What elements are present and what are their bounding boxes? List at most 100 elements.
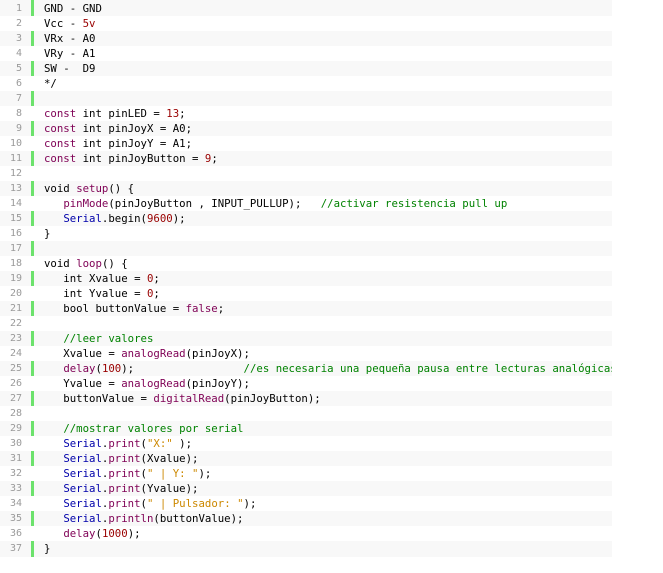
- code-token: ;: [153, 287, 160, 300]
- code-token: 9: [204, 152, 212, 165]
- line-code: pinMode(pinJoyButton , INPUT_PULLUP); //…: [44, 196, 507, 211]
- code-token: (pinJoyX);: [185, 347, 250, 360]
- code-token: Serial: [63, 467, 102, 480]
- line-code: int Xvalue = 0;: [44, 271, 160, 286]
- code-token: .begin(: [101, 212, 147, 225]
- code-line: 23 //leer valores: [0, 331, 612, 346]
- code-line: 7: [0, 91, 612, 106]
- code-token: ;: [217, 302, 225, 315]
- line-number: 2: [15, 18, 22, 29]
- line-code: Serial.print(Yvalue);: [44, 481, 198, 496]
- line-number: 19: [9, 273, 22, 284]
- code-token: print: [108, 437, 141, 450]
- code-token: print: [108, 467, 141, 480]
- line-code: Serial.print(Xvalue);: [44, 451, 198, 466]
- code-token: const: [44, 152, 77, 165]
- code-token: (: [95, 362, 102, 375]
- code-token: GND - GND: [44, 2, 102, 15]
- line-code: }: [44, 226, 50, 241]
- code-token: print: [108, 497, 141, 510]
- code-token: setup: [76, 182, 109, 195]
- line-code: const int pinLED = 13;: [44, 106, 186, 121]
- line-number: 4: [15, 48, 22, 59]
- line-number: 12: [9, 168, 22, 179]
- code-token: .: [101, 497, 109, 510]
- code-token: );: [121, 362, 244, 375]
- code-line: 33 Serial.print(Yvalue);: [0, 481, 612, 496]
- code-token: [44, 527, 63, 540]
- code-token: 0: [146, 272, 154, 285]
- code-token: [44, 497, 63, 510]
- code-token: Serial: [63, 512, 102, 525]
- code-token: );: [243, 497, 257, 510]
- code-token: */: [44, 77, 57, 90]
- code-line: 32 Serial.print(" | Y: ");: [0, 466, 612, 481]
- code-token: .: [101, 482, 109, 495]
- code-token: SW - D9: [44, 62, 96, 75]
- code-token: [44, 197, 63, 210]
- code-token: //leer valores: [63, 332, 154, 345]
- line-number: 25: [9, 363, 22, 374]
- line-number: 9: [15, 123, 22, 134]
- code-token: "X:": [146, 437, 173, 450]
- code-token: (: [140, 467, 147, 480]
- code-token: analogRead: [121, 347, 186, 360]
- line-number: 23: [9, 333, 22, 344]
- code-token: digitalRead: [153, 392, 225, 405]
- code-token: int pinJoyY = A1;: [76, 137, 193, 150]
- code-token: ;: [179, 107, 186, 120]
- code-token: () {: [101, 257, 128, 270]
- code-token: }: [44, 227, 51, 240]
- line-code: */: [44, 76, 57, 91]
- code-line: 4 VRy - A1: [0, 46, 612, 61]
- line-code: VRx - A0: [44, 31, 95, 46]
- line-number: 1: [15, 3, 22, 14]
- code-token: [44, 437, 63, 450]
- line-code: Serial.print(" | Y: ");: [44, 466, 211, 481]
- line-number: 14: [9, 198, 22, 209]
- code-token: [44, 332, 63, 345]
- code-token: delay: [63, 362, 96, 375]
- code-token: " | Pulsador: ": [146, 497, 244, 510]
- line-number: 26: [9, 378, 22, 389]
- code-token: );: [172, 212, 186, 225]
- code-line: 25 delay(100); //es necesaria una pequeñ…: [0, 361, 612, 376]
- code-token: int pinJoyButton =: [76, 152, 205, 165]
- code-token: void: [44, 182, 77, 195]
- line-number: 5: [15, 63, 22, 74]
- line-code: void setup() {: [44, 181, 134, 196]
- code-token: println: [108, 512, 154, 525]
- line-code: Serial.println(buttonValue);: [44, 511, 243, 526]
- code-line: 37}: [0, 541, 612, 556]
- code-token: 1000: [101, 527, 128, 540]
- code-line: 17: [0, 241, 612, 256]
- code-token: int pinLED =: [76, 107, 167, 120]
- code-token: );: [198, 467, 212, 480]
- line-number: 34: [9, 498, 22, 509]
- code-token: [44, 452, 63, 465]
- code-token: VRy - A1: [44, 47, 96, 60]
- code-token: (pinJoyButton , INPUT_PULLUP);: [108, 197, 321, 210]
- line-code: buttonValue = digitalRead(pinJoyButton);: [44, 391, 320, 406]
- code-token: }: [44, 542, 51, 555]
- line-code: int Yvalue = 0;: [44, 286, 160, 301]
- line-number: 29: [9, 423, 22, 434]
- code-line: 31 Serial.print(Xvalue);: [0, 451, 612, 466]
- line-number: 6: [15, 78, 22, 89]
- code-token: buttonValue =: [44, 392, 154, 405]
- code-line: 15 Serial.begin(9600);: [0, 211, 612, 226]
- code-token: Xvalue =: [44, 347, 122, 360]
- code-token: );: [127, 527, 141, 540]
- code-token: (: [140, 497, 147, 510]
- line-number: 18: [9, 258, 22, 269]
- line-number: 11: [9, 153, 22, 164]
- code-token: (pinJoyY);: [185, 377, 250, 390]
- line-number: 16: [9, 228, 22, 239]
- code-token: //activar resistencia pull up: [320, 197, 508, 210]
- line-code: bool buttonValue = false;: [44, 301, 224, 316]
